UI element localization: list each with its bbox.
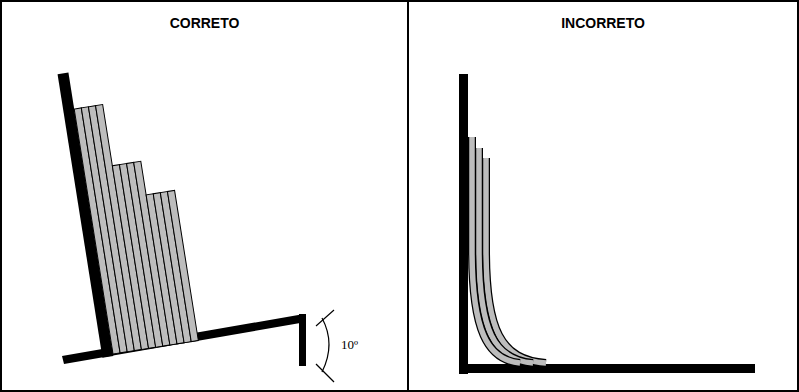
angle-mark <box>316 310 334 382</box>
wall-floor <box>459 74 755 374</box>
panel-strip <box>167 190 198 341</box>
angle-label: 10º <box>340 337 359 353</box>
leaning-stack <box>58 59 199 358</box>
bent-panel-outline <box>479 148 533 363</box>
panel-title: CORRETO <box>2 15 407 31</box>
bent-panel <box>486 158 546 363</box>
panel-strips <box>74 96 198 354</box>
bent-panel-outline <box>486 158 546 363</box>
panel-title: INCORRETO <box>409 15 797 31</box>
bent-panels <box>472 137 546 363</box>
bent-panel <box>479 148 533 363</box>
panel-box: CORRETO <box>0 0 409 392</box>
bent-panel <box>472 137 520 363</box>
panel-box: INCORRETO <box>407 0 799 392</box>
bent-panel-outline <box>472 137 520 363</box>
